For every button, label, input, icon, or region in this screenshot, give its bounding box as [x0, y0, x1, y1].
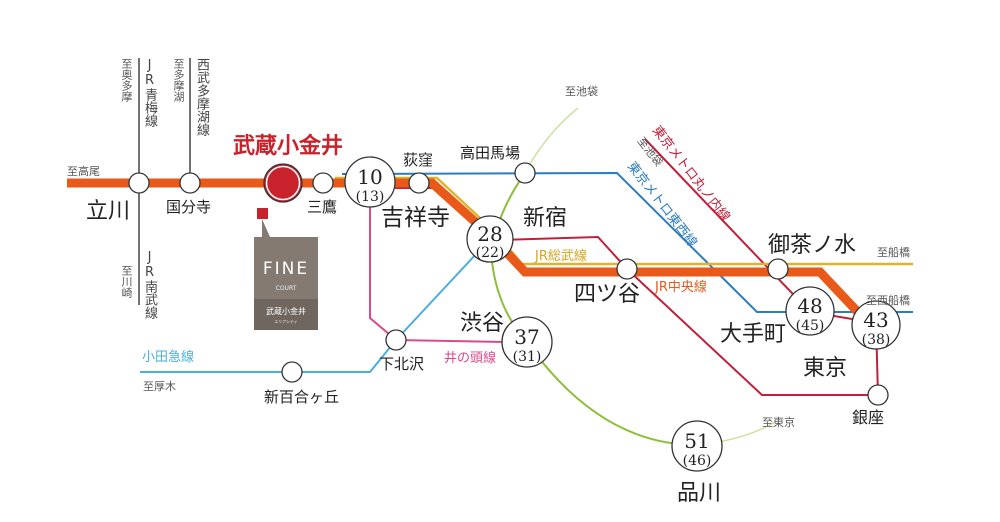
label-musashikoganei: 武蔵小金井	[233, 133, 343, 159]
otemachi-alt-time: (45)	[796, 318, 825, 334]
inokashira-line	[369, 205, 506, 343]
station-musashikoganei[interactable]	[263, 163, 303, 203]
logo-caption: 武蔵小金井	[266, 306, 306, 316]
terminal-nishifunabashi: 至西船橋	[866, 293, 910, 307]
label-shinyurigaoka: 新百合ヶ丘	[264, 388, 339, 406]
label-kichijoji: 吉祥寺	[381, 205, 450, 231]
tozai-line	[341, 171, 913, 313]
terminal-tokyo: 至東京	[762, 415, 795, 429]
station-shibuya[interactable]	[501, 316, 553, 368]
label-inokashira-line: 井の頭線	[444, 350, 496, 366]
label-shinjuku: 新宿	[523, 206, 567, 231]
fine-court-logo: FINE COURT 武蔵小金井 エリアシティ	[254, 237, 318, 330]
label-ogikubo: 荻窪	[403, 151, 433, 169]
odakyu-line	[140, 251, 479, 373]
label-chuo-line: JR中央線	[654, 279, 707, 295]
station-shinyurigaoka[interactable]	[281, 361, 303, 383]
station-mitaka[interactable]	[312, 172, 334, 194]
label-takadanobaba: 高田馬場	[460, 144, 520, 162]
otemachi-time: 48	[797, 294, 822, 318]
tokyo-time: 43	[863, 308, 888, 332]
marunouchi-line-north	[644, 138, 879, 396]
shinjuku-alt-time: (22)	[476, 245, 505, 261]
station-ochanomizu[interactable]	[767, 258, 789, 280]
station-takadanobaba[interactable]	[514, 162, 536, 184]
terminal-takao: 至高尾	[67, 164, 100, 178]
station-musashikoganei-ring	[265, 165, 301, 201]
label-ochanomizu: 御茶ノ水	[768, 233, 856, 258]
label-yotsuya: 四ツ谷	[574, 282, 640, 307]
label-otemachi: 大手町	[720, 322, 786, 347]
station-shinagawa[interactable]	[671, 420, 723, 472]
station-ogikubo[interactable]	[408, 172, 430, 194]
station-kokubunji[interactable]	[179, 172, 201, 194]
station-tachikawa[interactable]	[128, 172, 150, 194]
shibuya-time: 37	[514, 325, 539, 349]
label-shimokitazawa: 下北沢	[379, 355, 424, 373]
kichijoji-time: 10	[357, 165, 382, 189]
location-marker	[257, 208, 268, 219]
shinagawa-time: 51	[684, 429, 709, 453]
station-ginza[interactable]	[867, 384, 889, 406]
station-yotsuya[interactable]	[616, 258, 638, 280]
station-shinjuku[interactable]	[466, 215, 514, 263]
label-shinagawa: 品川	[677, 481, 721, 506]
terminal-atsugi: 至厚木	[143, 380, 176, 393]
station-otemachi[interactable]	[785, 286, 835, 336]
logo-sub: COURT	[276, 285, 297, 292]
label-ginza: 銀座	[852, 408, 884, 427]
logo-title: FINE	[263, 259, 309, 279]
terminal-funabashi: 至船橋	[877, 245, 910, 259]
shibuya-alt-time: (31)	[513, 349, 542, 365]
label-tokyo: 東京	[803, 356, 847, 381]
label-odakyu-line: 小田急線	[142, 349, 194, 365]
logo-pointer	[262, 219, 270, 237]
logo-caption2: エリアシティ	[274, 318, 298, 324]
shinjuku-time: 28	[477, 222, 502, 246]
yamanote-line-faded	[524, 107, 579, 174]
tokyo-alt-time: (38)	[862, 332, 891, 348]
station-tokyo[interactable]	[851, 300, 901, 350]
label-kokubunji: 国分寺	[166, 198, 211, 216]
label-shibuya: 渋谷	[460, 311, 504, 336]
station-kichijoji[interactable]	[344, 156, 396, 208]
station-shimokitazawa[interactable]	[385, 329, 407, 351]
kichijoji-alt-time: (13)	[356, 189, 385, 205]
label-tachikawa: 立川	[86, 199, 130, 224]
terminal-ikebukuro: 至池袋	[565, 84, 598, 98]
label-mitaka: 三鷹	[307, 198, 337, 216]
label-sobu-line: JR総武線	[534, 248, 587, 264]
shinagawa-alt-time: (46)	[683, 453, 712, 469]
